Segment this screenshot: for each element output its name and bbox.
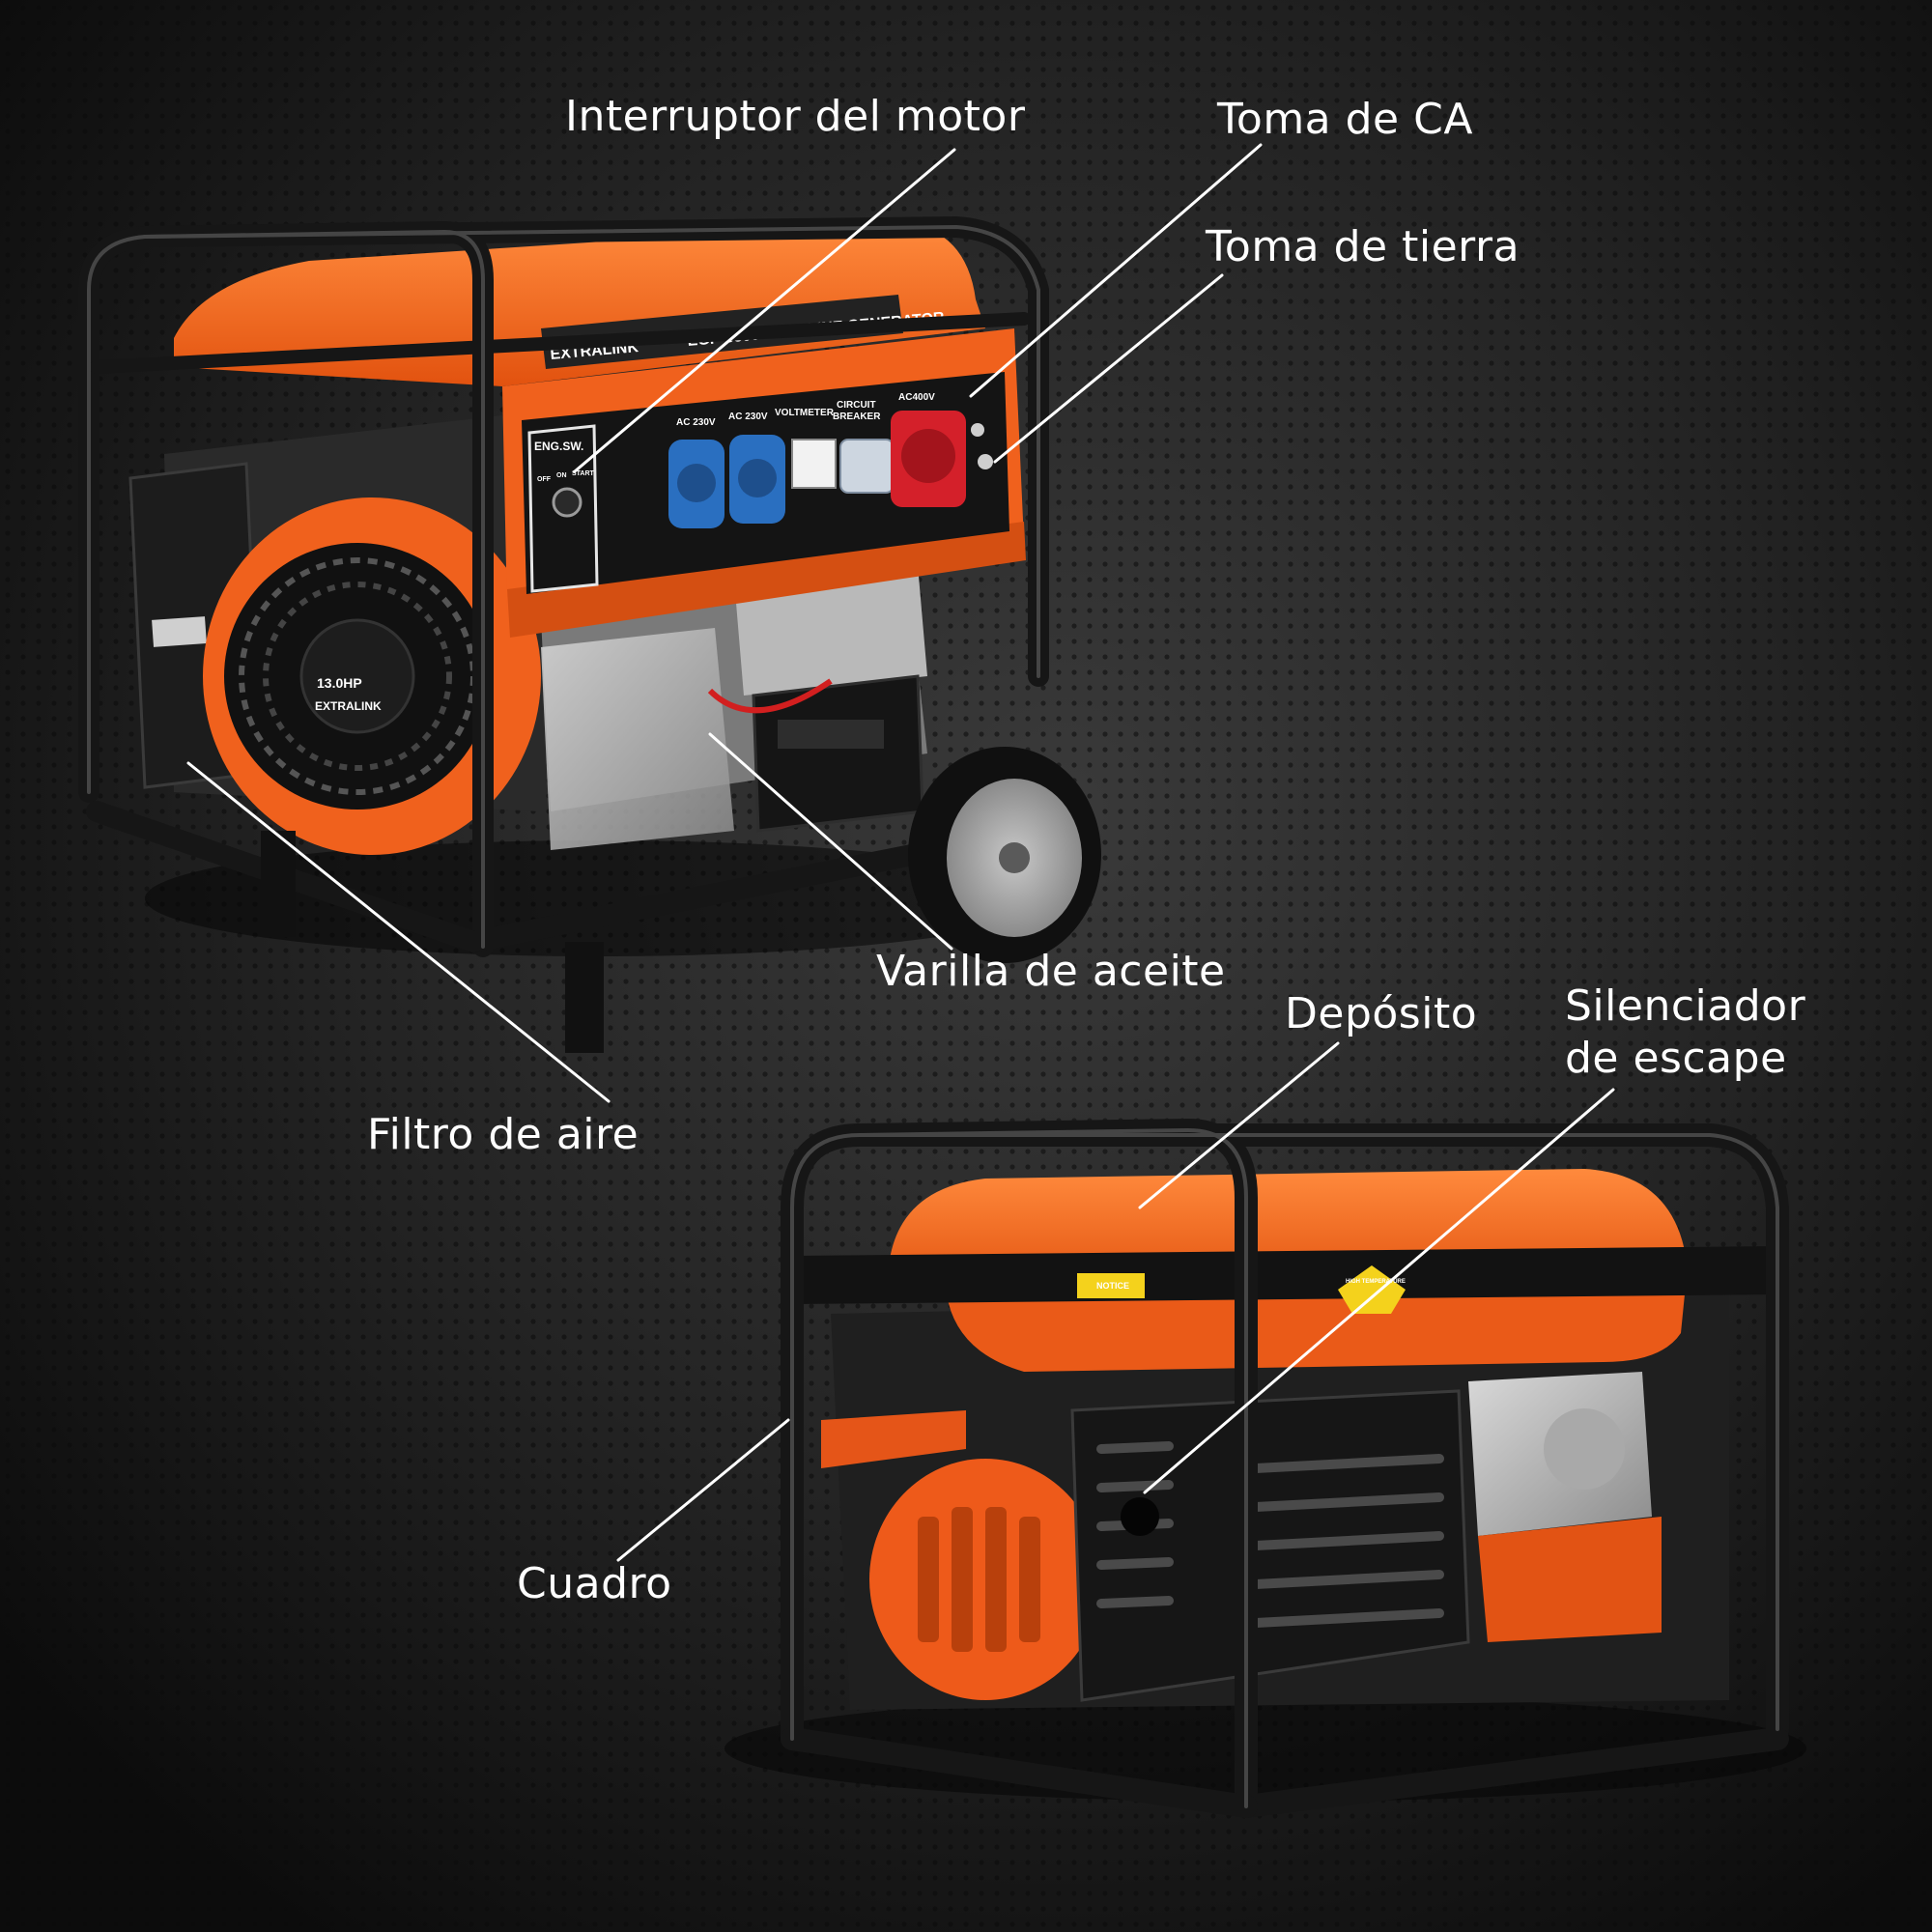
leader-cuadro [616,1418,790,1562]
recoil-starter [224,543,491,810]
breaker-label-1: CIRCUIT [837,400,876,411]
rear-crossbar [792,1246,1777,1304]
ac400-label: AC400V [898,392,935,403]
leader-varilla [708,732,953,951]
rear-tank-lower [947,1285,1686,1372]
front-leg-left [261,831,296,937]
voltmeter-label: VOLTMETER [775,408,835,418]
leader-silenciador [1143,1088,1615,1494]
engine-switch-start: START [572,470,595,477]
circuit-breaker [839,439,895,494]
ac400-socket [891,411,966,507]
panel-knob [971,423,984,437]
alternator-cover [734,565,927,696]
leader-filtro [186,761,611,1103]
label-deposito: Depósito [1285,989,1478,1038]
hot-warning-sticker: HIGH TEMPERATURE [1338,1265,1406,1314]
leader-deposito [1138,1041,1340,1209]
notice-sticker: NOTICE [1077,1273,1145,1298]
generator-front-view: 13.0HP EXTRALINK EXTRALINK EGP-5500 GASO… [78,216,1101,1053]
engine-switch-title: ENG.SW. [534,440,583,453]
rear-orange-bracket [821,1410,966,1468]
engine-orange-lower [1478,1517,1662,1642]
label-silenciador-line2: de escape [1565,1034,1787,1083]
wheel [908,747,1101,963]
socket-label-2: AC 230V [728,412,768,422]
ground-terminal [978,454,993,469]
generator-rear-view: NOTICE HIGH TEMPERATURE [724,1119,1806,1818]
frame-highlights [87,224,1040,949]
leader-toma-ca [969,143,1263,398]
exhaust-outlet [1121,1497,1159,1536]
engine-switch-box [527,424,599,593]
front-leg-right [565,942,604,1053]
label-interruptor-del-motor: Interruptor del motor [565,92,1026,141]
engine-switch-on: ON [556,472,567,479]
alternator-end-cap [869,1459,1101,1700]
engine-brand-label: EXTRALINK [315,699,382,713]
engine-power-label: 13.0HP [317,675,362,691]
control-panel-lower-lip [507,522,1026,638]
callout-leader-lines [186,143,1615,1562]
carburetor [1544,1408,1625,1490]
battery [707,674,924,833]
engine-switch-off: OFF [537,476,552,483]
voltmeter [791,439,837,489]
svg-text:HIGH TEMPERATURE: HIGH TEMPERATURE [1346,1279,1406,1285]
ac-socket-1 [668,440,724,528]
label-filtro-de-aire: Filtro de aire [367,1110,639,1159]
leader-toma-tierra [993,273,1224,464]
ac-socket-2 [729,435,785,524]
label-toma-de-ca: Toma de CA [1217,95,1473,144]
frame-rear-highlights [790,1127,1779,1808]
label-varilla-de-aceite: Varilla de aceite [876,947,1226,996]
engine-block [541,628,734,850]
label-cuadro: Cuadro [517,1559,672,1608]
socket-label-1: AC 230V [676,417,716,428]
svg-text:NOTICE: NOTICE [1096,1281,1129,1291]
label-silenciador-line1: Silenciador [1565,981,1806,1031]
air-filter-label [152,616,207,647]
leader-interruptor [573,148,956,473]
breaker-label-2: BREAKER [833,412,881,422]
engine-key-switch [552,487,582,518]
label-toma-de-tierra: Toma de tierra [1206,222,1520,271]
